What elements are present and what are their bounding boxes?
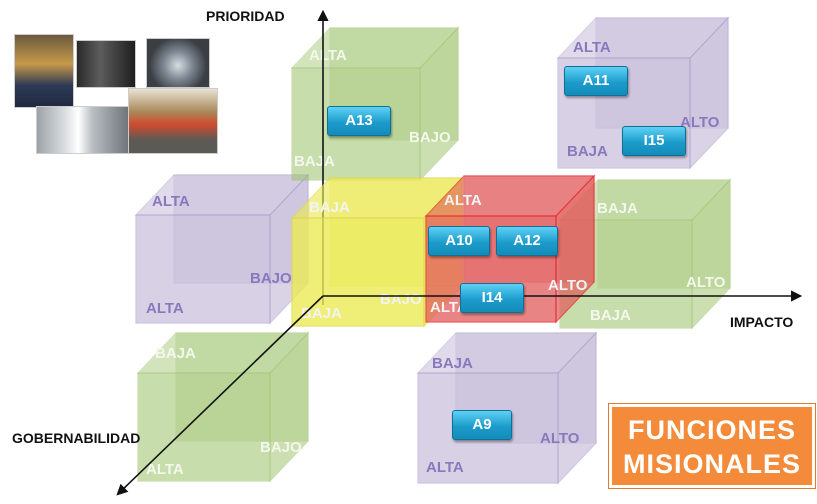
cube-label-bajo: BAJO bbox=[409, 129, 451, 146]
brand-box: FUNCIONES MISIONALES bbox=[609, 404, 815, 488]
cube-purple-bottom: BAJA ALTO ALTA bbox=[418, 333, 596, 483]
brand-line-2: MISIONALES bbox=[612, 447, 812, 481]
tag-a9: A9 bbox=[452, 410, 512, 440]
axis-label-prioridad: PRIORIDAD bbox=[206, 8, 285, 24]
cube-label-baja-bottom: BAJA bbox=[301, 305, 342, 322]
cube-label-baja: BAJA bbox=[432, 355, 473, 372]
axis-label-impacto: IMPACTO bbox=[730, 314, 793, 330]
cube-label-alto: ALTO bbox=[686, 274, 726, 291]
tag-a10: A10 bbox=[428, 226, 490, 256]
photo-collage bbox=[14, 34, 216, 152]
photo-gauge-machine bbox=[146, 38, 210, 88]
cube-label-baja-top: BAJA bbox=[597, 200, 638, 217]
tag-a11: A11 bbox=[564, 66, 628, 96]
photo-pressure-gauge bbox=[36, 106, 130, 154]
tag-i14: I14 bbox=[460, 283, 524, 313]
cube-green-top: ALTA BAJO BAJA bbox=[292, 28, 458, 180]
brand-line-1: FUNCIONES bbox=[612, 413, 812, 447]
cube-label-alta: ALTA bbox=[309, 47, 347, 64]
cube-label-alta: ALTA bbox=[426, 459, 464, 476]
tag-i15: I15 bbox=[622, 126, 686, 156]
cube-purple-left: ALTA BAJO ALTA bbox=[136, 175, 308, 323]
cube-label-bajo: BAJO bbox=[250, 270, 292, 287]
photo-panel bbox=[76, 40, 136, 88]
cube-label-baja-bottom: BAJA bbox=[590, 307, 631, 324]
cube-label-alta-top: ALTA bbox=[152, 193, 190, 210]
cube-label-alta-top: ALTA bbox=[444, 192, 482, 209]
photo-plant-room bbox=[128, 88, 218, 154]
tag-a12: A12 bbox=[496, 226, 558, 256]
photo-operator bbox=[14, 34, 74, 108]
cube-label-baja-top: BAJA bbox=[309, 199, 350, 216]
cube-label-alta: ALTA bbox=[146, 461, 184, 478]
cube-green-bottom-left: BAJA BAJO ALTA bbox=[138, 333, 308, 481]
cube-label-alto: ALTO bbox=[540, 430, 580, 447]
cube-label-baja: BAJA bbox=[567, 143, 608, 160]
axis-label-gobernabilidad: GOBERNABILIDAD bbox=[12, 430, 140, 446]
cube-label-baja: BAJA bbox=[294, 153, 335, 170]
cube-label-baja: BAJA bbox=[155, 345, 196, 362]
cube-label-bajo: BAJO bbox=[380, 291, 422, 308]
cube-label-alta-bottom: ALTA bbox=[146, 300, 184, 317]
cube-label-alto: ALTO bbox=[548, 277, 588, 294]
cube-label-alta: ALTA bbox=[573, 39, 611, 56]
tag-a13: A13 bbox=[327, 106, 391, 136]
cube-label-bajo: BAJO bbox=[260, 439, 302, 456]
